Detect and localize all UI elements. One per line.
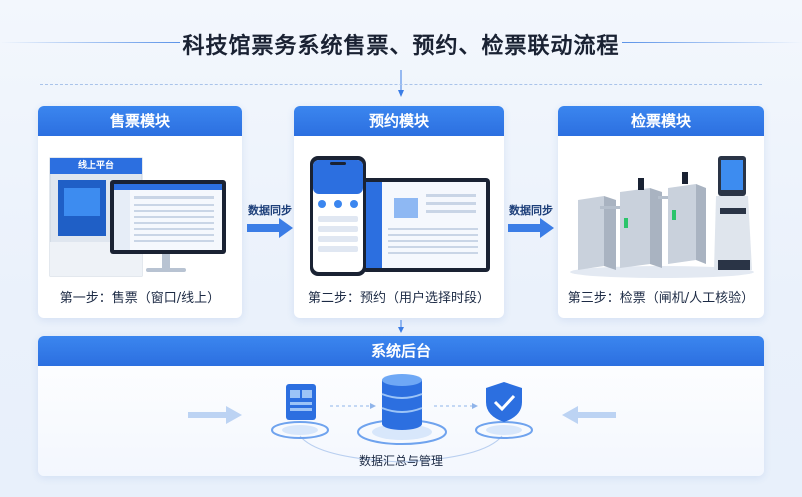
right-arrow-icon bbox=[247, 218, 293, 238]
data-sync-label-1: 数据同步 bbox=[248, 204, 292, 217]
backend-caption: 数据汇总与管理 bbox=[358, 454, 443, 468]
data-sync-label-2: 数据同步 bbox=[509, 204, 553, 217]
right-arrow-icon bbox=[508, 218, 554, 238]
reservation-step-caption: 第二步：预约（用户选择时段） bbox=[307, 291, 490, 306]
backend-panel: 系统后台 bbox=[38, 336, 764, 476]
backend-illustration bbox=[188, 374, 616, 463]
divider-dashed bbox=[40, 84, 762, 85]
shield-check-icon bbox=[475, 382, 533, 439]
page-title: 科技馆票务系统售票、预约、检票联动流程 bbox=[182, 34, 620, 59]
turnstile-gate-illustration bbox=[570, 156, 754, 278]
data-sync-arrow-1: 数据同步 bbox=[247, 202, 293, 242]
backend-title: 系统后台 bbox=[38, 336, 764, 366]
database-icon bbox=[357, 374, 447, 445]
data-sync-arrow-2: 数据同步 bbox=[508, 202, 554, 242]
document-icon bbox=[271, 384, 329, 439]
ticketing-module-card: 售票模块 线上平台 第一步：售票（窗口/线上） bbox=[38, 106, 242, 318]
reservation-module-title: 预约模块 bbox=[294, 106, 504, 136]
title-decor-right bbox=[622, 42, 802, 43]
down-arrow-icon bbox=[398, 70, 404, 97]
reservation-app-illustration bbox=[310, 156, 490, 276]
title-decor-left bbox=[0, 42, 180, 43]
ticketing-module-title: 售票模块 bbox=[38, 106, 242, 136]
reservation-module-card: 预约模块 bbox=[294, 106, 504, 318]
ticket-kiosk-illustration bbox=[49, 157, 226, 277]
left-inflow-arrow-icon bbox=[188, 406, 242, 424]
title-area: 科技馆票务系统售票、预约、检票联动流程 bbox=[0, 22, 802, 62]
down-arrow-icon bbox=[398, 320, 404, 333]
checkin-module-card: 检票模块 第三步：检票（闸机/人工核验） bbox=[558, 106, 764, 318]
right-inflow-arrow-icon bbox=[562, 406, 616, 424]
online-platform-label: 线上平台 bbox=[77, 161, 114, 171]
checkin-module-title: 检票模块 bbox=[558, 106, 764, 136]
ticketing-step-caption: 第一步：售票（窗口/线上） bbox=[59, 291, 221, 306]
checkin-step-caption: 第三步：检票（闸机/人工核验） bbox=[567, 291, 755, 306]
